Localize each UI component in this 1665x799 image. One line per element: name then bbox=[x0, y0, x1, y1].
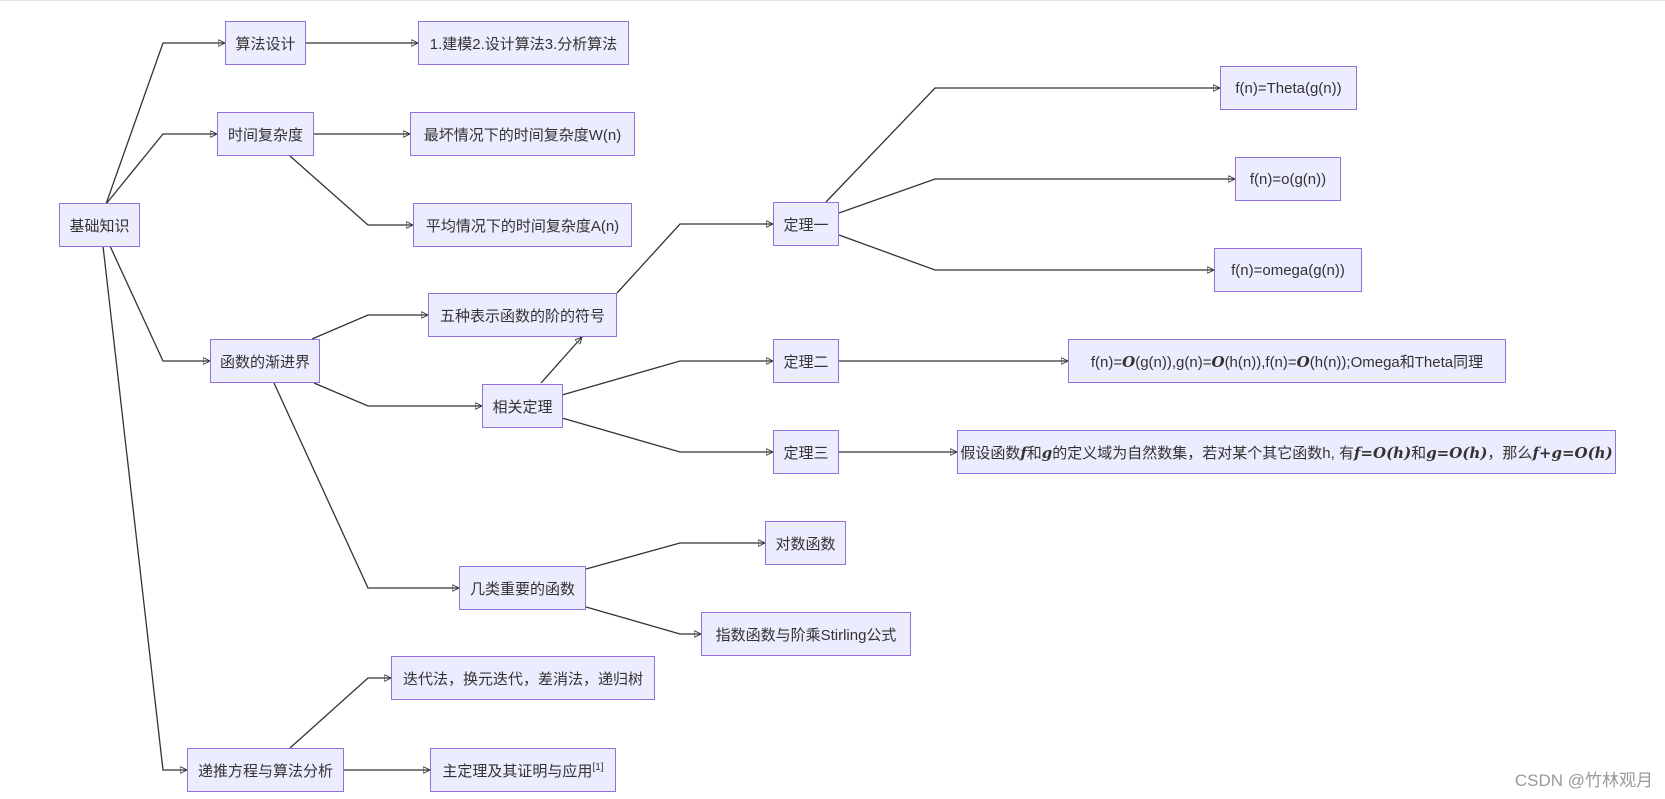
node-important-functions-label: 几类重要的函数 bbox=[469, 580, 575, 598]
node-recurrence-label: 递推方程与算法分析 bbox=[197, 762, 333, 780]
node-exp-factorial-label: 指数函数与阶乘Stirling公式 bbox=[715, 626, 897, 644]
node-time-complexity-label: 时间复杂度 bbox=[227, 126, 303, 144]
node-log-func[interactable]: 对数函数 bbox=[765, 521, 846, 565]
edge-asym-related bbox=[313, 382, 482, 406]
node-algo-design[interactable]: 算法设计 bbox=[225, 21, 306, 65]
node-theorem1[interactable]: 定理一 bbox=[773, 202, 839, 246]
node-iteration-methods[interactable]: 迭代法，换元迭代，差消法，递归树 bbox=[391, 656, 655, 700]
node-exp-factorial[interactable]: 指数函数与阶乘Stirling公式 bbox=[701, 612, 911, 656]
node-important-functions[interactable]: 几类重要的函数 bbox=[459, 566, 586, 610]
node-algo-steps-label: 1.建模2.设计算法3.分析算法 bbox=[429, 35, 618, 53]
edge-recurrence-iteration bbox=[289, 678, 391, 749]
watermark: CSDN @竹林观月 bbox=[1514, 771, 1653, 790]
node-master-theorem-label: 主定理及其证明与应用[1] bbox=[442, 761, 604, 780]
node-basics[interactable]: 基础知识 bbox=[59, 203, 140, 247]
node-theorem3[interactable]: 定理三 bbox=[773, 430, 839, 474]
node-asymptotic-label: 函数的渐进界 bbox=[219, 353, 310, 371]
node-asymptotic[interactable]: 函数的渐进界 bbox=[210, 339, 320, 383]
node-worst-case-label: 最坏情况下的时间复杂度W(n) bbox=[423, 126, 622, 144]
node-algo-steps[interactable]: 1.建模2.设计算法3.分析算法 bbox=[418, 21, 629, 65]
node-little-o[interactable]: f(n)=o(g(n)) bbox=[1235, 157, 1341, 201]
edge-basics-algo-design bbox=[105, 43, 225, 205]
node-theta-label: f(n)=Theta(g(n)) bbox=[1235, 79, 1342, 97]
edge-basics-time-complexity bbox=[105, 134, 217, 205]
edge-asym-important bbox=[273, 382, 459, 588]
node-iteration-methods-label: 迭代法，换元迭代，差消法，递归树 bbox=[402, 670, 643, 688]
node-theorem2-content[interactable]: f(n)=O(g(n)),g(n)=O(h(n)),f(n)=O(h(n));O… bbox=[1068, 339, 1506, 383]
edge-asym-five-symbols bbox=[311, 315, 428, 340]
edge-related-five-symbols bbox=[540, 337, 582, 384]
node-avg-case[interactable]: 平均情况下的时间复杂度A(n) bbox=[413, 203, 632, 247]
edge-basics-recurrence bbox=[102, 245, 187, 770]
node-master-theorem[interactable]: 主定理及其证明与应用[1] bbox=[430, 748, 616, 792]
edge-theorem1-theta bbox=[825, 88, 1220, 203]
edge-important-exp bbox=[585, 606, 701, 634]
footnote-ref: [1] bbox=[592, 761, 604, 773]
node-theorem3-label: 定理三 bbox=[783, 444, 829, 462]
edge-related-theorem2 bbox=[561, 361, 773, 396]
node-theorem2-content-label: f(n)=O(g(n)),g(n)=O(h(n)),f(n)=O(h(n));O… bbox=[1090, 352, 1484, 371]
edge-theorem1-little-o bbox=[838, 179, 1235, 214]
node-omega-label: f(n)=omega(g(n)) bbox=[1231, 261, 1345, 279]
node-theorem2[interactable]: 定理二 bbox=[773, 339, 839, 383]
node-theorem3-content[interactable]: 假设函数f和g的定义域为自然数集，若对某个其它函数h, 有f=O(h)和g=O(… bbox=[957, 430, 1616, 474]
node-basics-label: 基础知识 bbox=[69, 217, 130, 235]
node-five-symbols[interactable]: 五种表示函数的阶的符号 bbox=[428, 293, 617, 337]
node-related-theorems[interactable]: 相关定理 bbox=[482, 384, 563, 428]
node-little-o-label: f(n)=o(g(n)) bbox=[1249, 170, 1327, 188]
node-avg-case-label: 平均情况下的时间复杂度A(n) bbox=[425, 217, 620, 235]
node-omega[interactable]: f(n)=omega(g(n)) bbox=[1214, 248, 1362, 292]
node-theta[interactable]: f(n)=Theta(g(n)) bbox=[1220, 66, 1357, 110]
node-theorem2-label: 定理二 bbox=[783, 353, 829, 371]
node-time-complexity[interactable]: 时间复杂度 bbox=[217, 112, 314, 156]
node-five-symbols-label: 五种表示函数的阶的符号 bbox=[439, 307, 605, 325]
node-log-func-label: 对数函数 bbox=[775, 535, 836, 553]
node-worst-case[interactable]: 最坏情况下的时间复杂度W(n) bbox=[410, 112, 635, 156]
node-theorem1-label: 定理一 bbox=[783, 216, 829, 234]
edge-five-symbols-theorem1 bbox=[616, 224, 773, 294]
edge-important-log bbox=[585, 543, 765, 570]
node-algo-design-label: 算法设计 bbox=[235, 35, 296, 53]
edge-theorem1-omega bbox=[838, 234, 1214, 270]
node-recurrence[interactable]: 递推方程与算法分析 bbox=[187, 748, 344, 792]
top-border bbox=[0, 0, 1665, 1]
node-related-theorems-label: 相关定理 bbox=[492, 398, 553, 416]
edge-related-theorem3 bbox=[561, 417, 773, 452]
edge-time-avg bbox=[289, 155, 413, 225]
node-theorem3-content-label: 假设函数f和g的定义域为自然数集，若对某个其它函数h, 有f=O(h)和g=O(… bbox=[960, 443, 1613, 462]
edge-basics-asymptotic bbox=[109, 245, 210, 361]
